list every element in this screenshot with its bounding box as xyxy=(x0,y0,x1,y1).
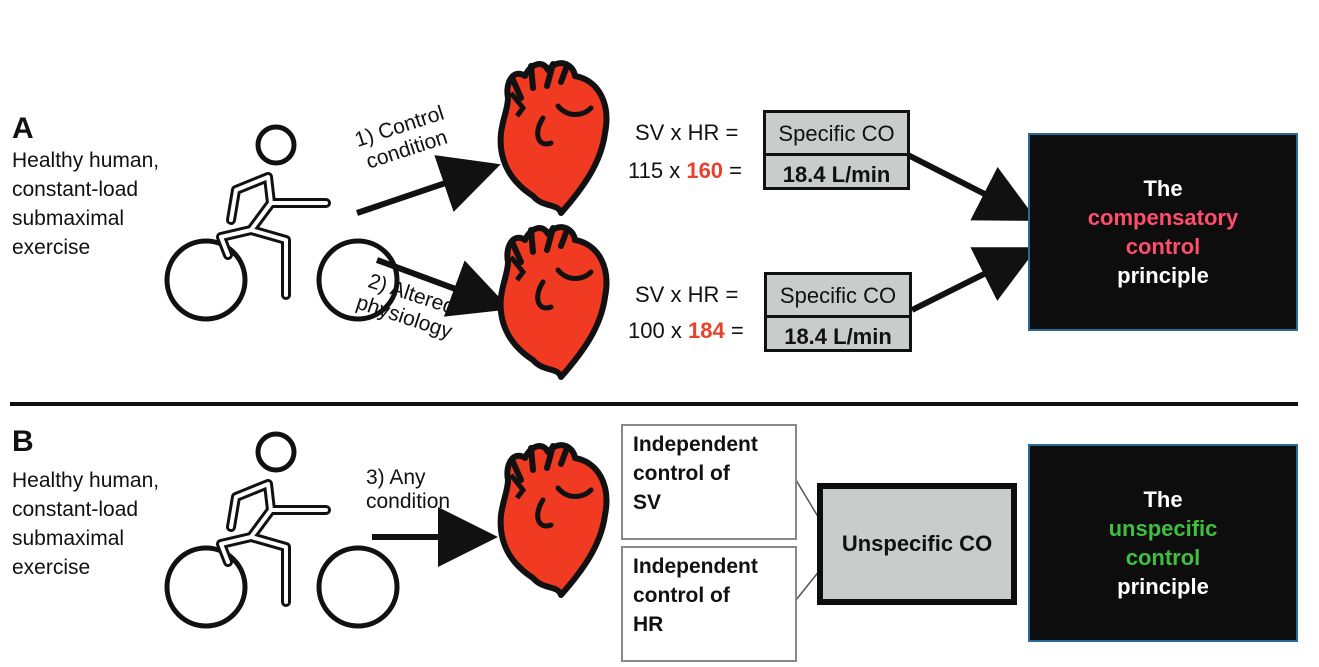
co-value: 18.4 L/min xyxy=(784,324,892,349)
hr-value: 160 xyxy=(686,158,724,183)
subject-description-b: Healthy human, constant-load submaximal … xyxy=(12,466,159,582)
indep-line: SV xyxy=(633,491,662,514)
times-sign: x xyxy=(669,158,681,183)
eq1-values: 115 x 160 = xyxy=(628,158,742,184)
principle-keyword: unspecific xyxy=(1108,516,1218,541)
cyclist-icon xyxy=(167,434,397,626)
principle-keyword: control xyxy=(1125,234,1201,259)
indep-line: Independent xyxy=(633,555,758,578)
compensatory-principle-box: The compensatory control principle xyxy=(1028,133,1298,331)
arrow-icon xyxy=(906,152,1038,221)
indep-line: control of xyxy=(633,462,730,485)
subject-line: constant-load xyxy=(12,178,139,201)
hr-value: 184 xyxy=(687,318,725,343)
subject-line: Healthy human, xyxy=(12,469,160,492)
co-label: Specific CO xyxy=(778,121,895,146)
specific-co-box-1: Specific CO 18.4 L/min xyxy=(763,110,910,190)
independent-sv-box: Independent control of SV xyxy=(621,424,797,540)
co-value: 18.4 L/min xyxy=(782,162,891,187)
heart-icon xyxy=(501,445,607,595)
sv-value: 115 xyxy=(628,158,664,183)
eq1-header: SV x HR = xyxy=(635,120,739,145)
unspecific-principle-box: The unspecific control principle xyxy=(1028,444,1298,642)
principle-line: principle xyxy=(1117,574,1209,599)
principle-keyword: control xyxy=(1125,545,1201,570)
heart-icon xyxy=(501,227,607,377)
subject-line: exercise xyxy=(12,236,91,259)
subject-description-a: Healthy human, constant-load submaximal … xyxy=(12,146,159,262)
specific-co-box-2: Specific CO 18.4 L/min xyxy=(764,272,912,352)
equals-sign: = xyxy=(729,158,743,183)
principle-line: principle xyxy=(1117,263,1209,288)
independent-hr-box: Independent control of HR xyxy=(621,546,797,662)
equals-sign: = xyxy=(730,318,744,343)
heart-icon xyxy=(501,63,607,213)
panel-letter-b: B xyxy=(12,425,34,458)
connector-line xyxy=(795,569,821,601)
indep-line: HR xyxy=(633,613,664,636)
principle-keyword: compensatory xyxy=(1087,205,1239,230)
eq2-header: SV x HR = xyxy=(635,282,739,307)
arrow-label-line: condition xyxy=(366,490,451,513)
times-sign: x xyxy=(670,318,682,343)
subject-line: constant-load xyxy=(12,498,139,521)
eq2-values: 100 x 184 = xyxy=(628,318,744,344)
indep-line: Independent xyxy=(633,433,758,456)
subject-line: Healthy human, xyxy=(12,149,160,172)
sv-value: 100 xyxy=(628,318,665,343)
arrow-label-line: 3) Any xyxy=(366,466,426,489)
co-label: Specific CO xyxy=(779,283,897,308)
arrow-icon xyxy=(910,247,1038,313)
indep-line: control of xyxy=(633,584,730,607)
panel-letter-a: A xyxy=(12,112,34,145)
principle-line: The xyxy=(1143,176,1183,201)
subject-line: submaximal xyxy=(12,207,125,230)
connector-line xyxy=(795,479,821,521)
subject-line: exercise xyxy=(12,556,91,579)
principle-line: The xyxy=(1143,487,1183,512)
subject-line: submaximal xyxy=(12,527,125,550)
unspecific-co-box: Unspecific CO xyxy=(817,483,1017,605)
arrow-icon xyxy=(356,155,501,216)
arrow3-label: 3) Any condition xyxy=(366,466,450,514)
arrow-icon xyxy=(375,257,511,317)
